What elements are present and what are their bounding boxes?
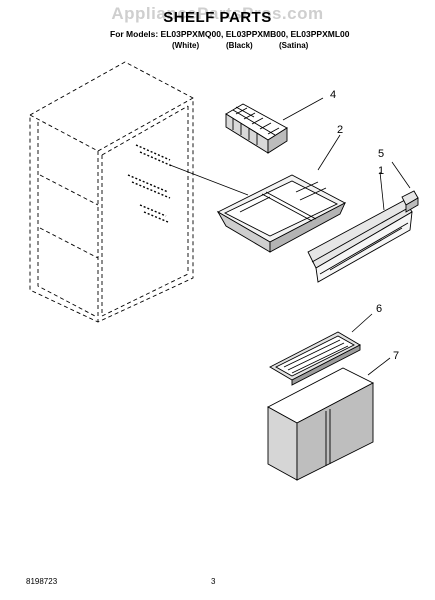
- shelf-rail-front: [307, 199, 413, 283]
- storage-bin: [267, 367, 374, 481]
- leader-line-6: [351, 313, 373, 333]
- wire-rack: [269, 331, 361, 386]
- leader-line-basket: [169, 164, 249, 196]
- leader-line-7: [367, 357, 391, 376]
- models-line: For Models: EL03PPXMQ00, EL03PPXMB00, EL…: [110, 29, 350, 39]
- callout-5: 5: [378, 148, 384, 160]
- variant-black: (Black): [226, 41, 253, 50]
- freezer-cabinet-outline: [29, 61, 194, 323]
- variant-satina: (Satina): [279, 41, 309, 50]
- callout-1: 1: [378, 165, 384, 177]
- callout-2: 2: [337, 124, 343, 136]
- ice-tray: [225, 103, 288, 154]
- page-title: SHELF PARTS: [163, 9, 272, 26]
- variant-white: (White): [172, 41, 200, 50]
- callout-6: 6: [376, 303, 382, 315]
- leader-line-4: [282, 97, 324, 121]
- freezer-basket: [216, 174, 346, 253]
- shelf-rails: [127, 144, 173, 223]
- callout-7: 7: [393, 350, 399, 362]
- rail-end-cap: [401, 190, 419, 213]
- leader-line-2: [317, 134, 341, 171]
- document-number: 8198723: [26, 577, 58, 586]
- callout-4: 4: [330, 89, 336, 101]
- leader-line-1: [379, 171, 385, 211]
- watermark: AppliancePartsPros.com: [111, 4, 324, 23]
- leader-line-5: [391, 161, 411, 189]
- page-number: 3: [211, 577, 216, 586]
